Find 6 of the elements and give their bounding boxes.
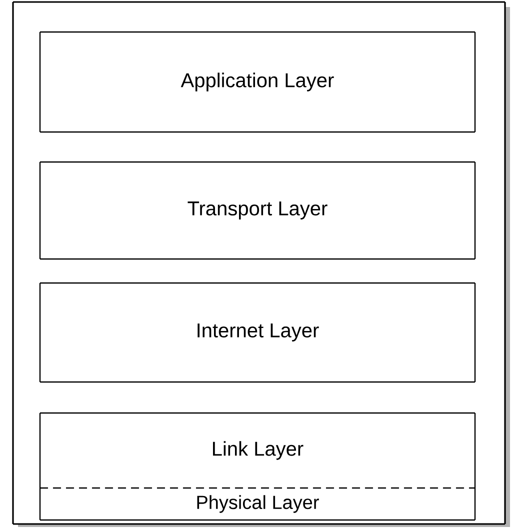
frame (12, 1, 510, 527)
layer-box: Physical Layer (39, 488, 476, 521)
layer-box: Internet Layer (39, 282, 476, 383)
layer-box: Link Layer (39, 412, 476, 489)
layer-box: Application Layer (39, 31, 476, 133)
layer-box: Transport Layer (39, 161, 476, 260)
